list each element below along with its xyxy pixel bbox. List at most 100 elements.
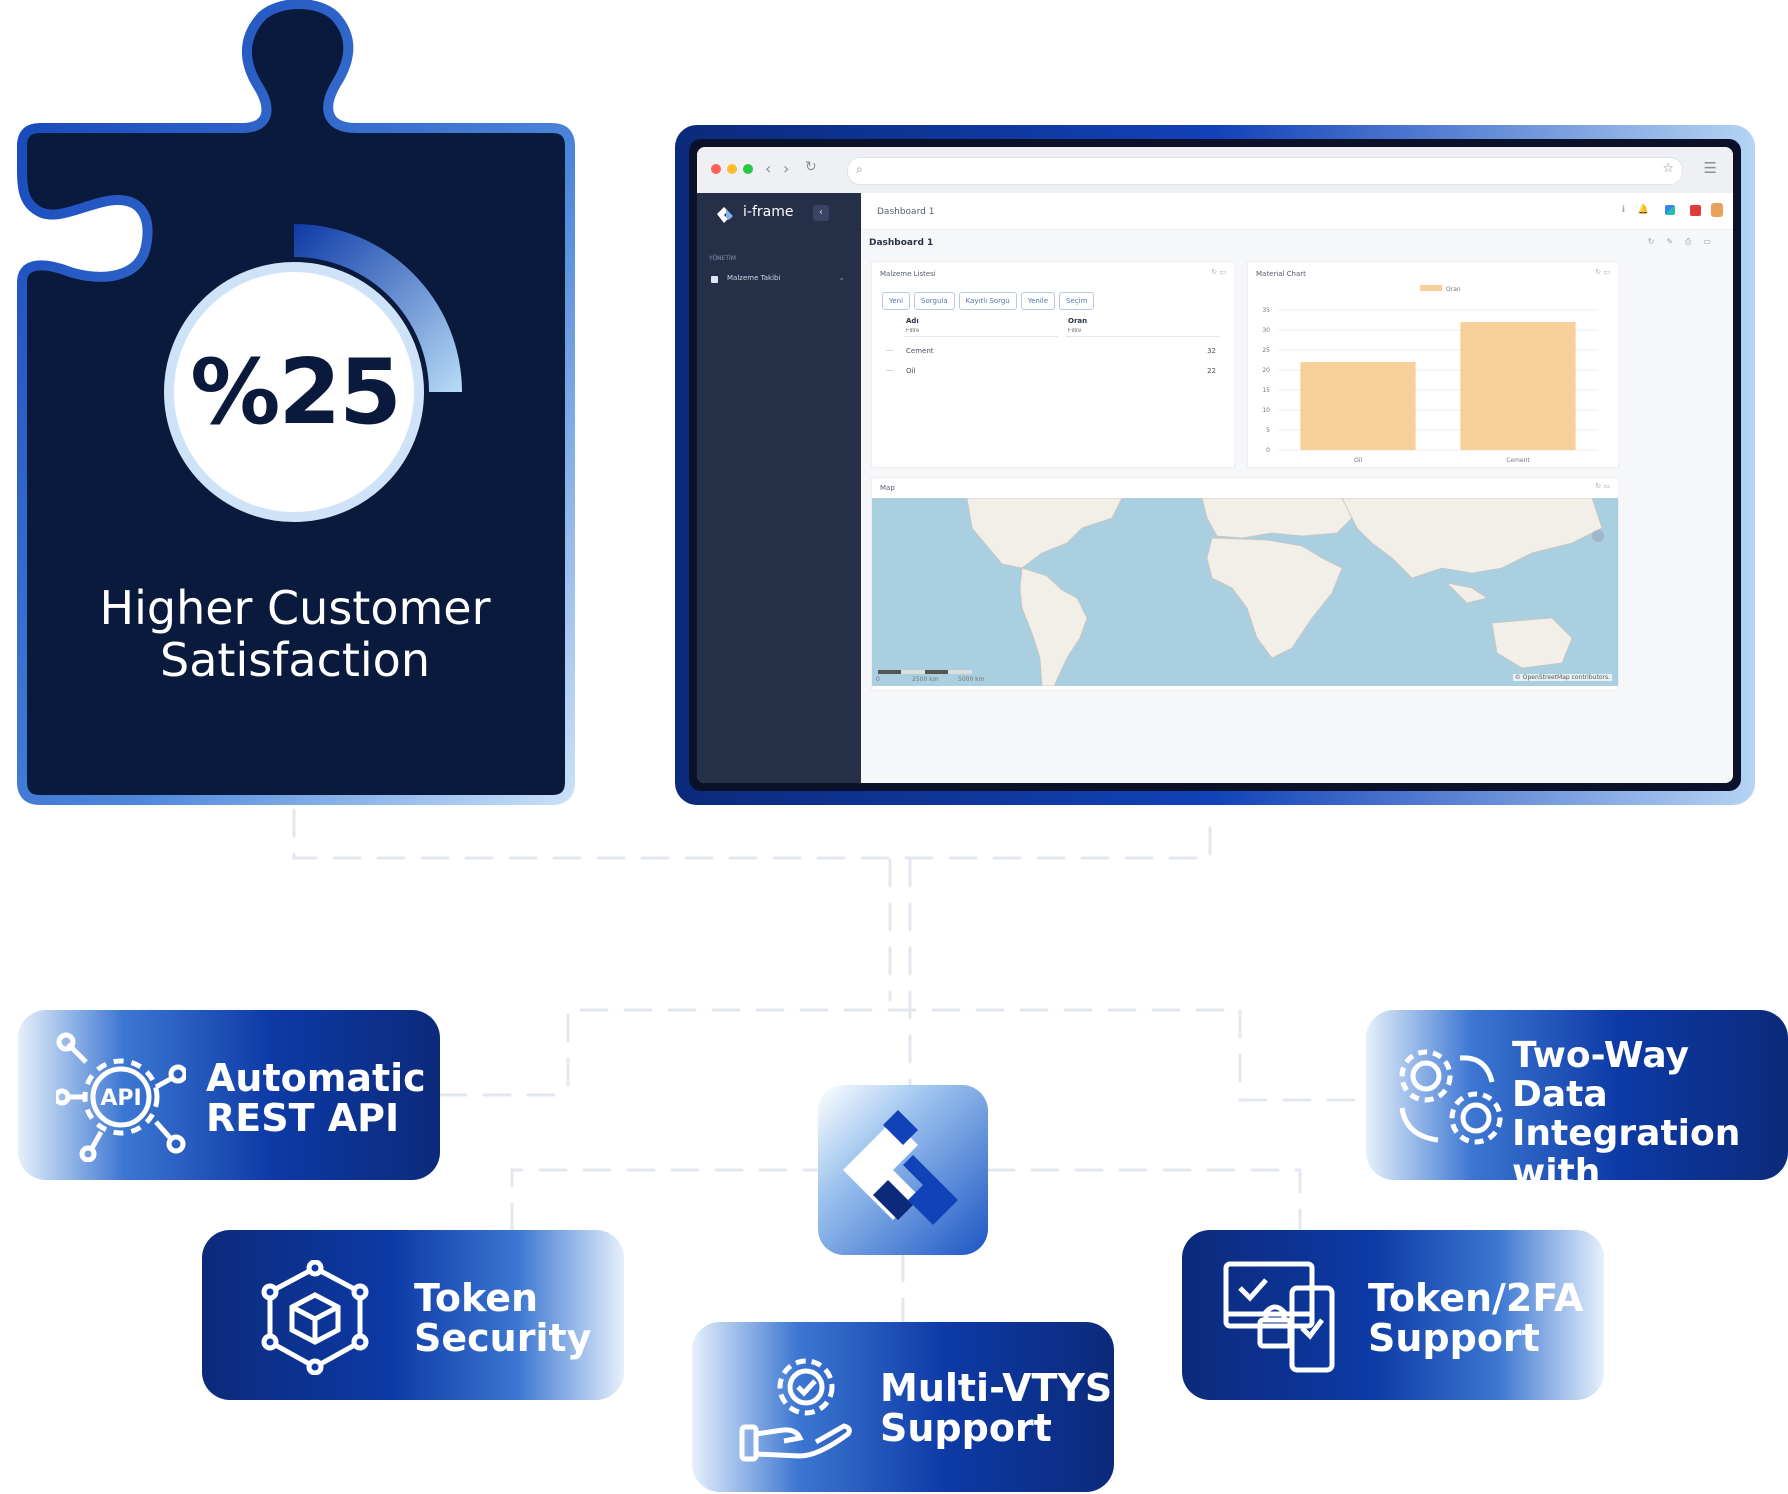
- dashboard-main: Dashboard 1 ℹ 🔔 Dashboard 1 ↻✎⎙▭ Malzeme…: [861, 193, 1733, 783]
- brand-logo-icon: [843, 1110, 958, 1225]
- apps-grid-icon[interactable]: [1665, 205, 1675, 215]
- bell-icon[interactable]: 🔔: [1637, 205, 1649, 215]
- bar: [1460, 322, 1576, 450]
- y-tick-label: 5: [1266, 427, 1270, 434]
- y-tick-label: 0: [1266, 447, 1270, 454]
- panel-refresh-icon[interactable]: ↻ ▭: [1595, 482, 1610, 490]
- chevron-down-icon: ⌄: [838, 273, 845, 282]
- flag-icon[interactable]: [1690, 205, 1701, 216]
- laptop-screen: ‹ › ↻ ⌕ ☆ ☰ i-frame ‹ YÖNETİM Malzeme Ta: [689, 139, 1741, 791]
- search-icon: ⌕: [856, 162, 863, 176]
- panel-refresh-icon[interactable]: ↻ ▭: [1211, 268, 1226, 276]
- feature-label: Multi-VTYS Support: [880, 1366, 1113, 1450]
- app-header: Dashboard 1 ℹ 🔔: [861, 193, 1733, 230]
- stat-caption-line2: Satisfaction: [160, 633, 430, 687]
- hand-gear-icon: [739, 1358, 852, 1462]
- reload-icon[interactable]: ↻: [805, 159, 817, 175]
- sidebar-item-malzeme-takibi[interactable]: Malzeme Takibi ⌄: [709, 273, 849, 287]
- toolbar-button-selection[interactable]: Seçim: [1059, 292, 1095, 310]
- cell-name: Oil: [906, 367, 916, 375]
- app-sidebar: i-frame ‹ YÖNETİM Malzeme Takibi ⌄: [697, 193, 861, 783]
- info-icon[interactable]: ℹ: [1621, 205, 1625, 215]
- bookmark-star-icon[interactable]: ☆: [1662, 161, 1674, 176]
- feature-card-rest-api[interactable]: API Automatic REST API: [18, 1010, 440, 1180]
- map-panel: Map ↻ ▭: [871, 477, 1619, 691]
- back-icon[interactable]: ‹: [765, 159, 772, 178]
- toolbar-button-query[interactable]: Sorgula: [914, 292, 955, 310]
- feature-label: Token/2FA Support: [1368, 1276, 1584, 1360]
- api-network-icon: API: [56, 1032, 186, 1162]
- stat-caption-line1: Higher Customer: [99, 581, 491, 635]
- page-actions[interactable]: ↻✎⎙▭: [1647, 237, 1723, 246]
- filter-input-name[interactable]: [904, 326, 1058, 337]
- stat-value: %25: [190, 340, 401, 445]
- breadcrumb: Dashboard 1: [877, 207, 935, 217]
- y-tick-label: 15: [1262, 387, 1270, 394]
- app-logo-icon: [715, 205, 735, 223]
- panel-title: Material Chart: [1256, 270, 1306, 278]
- stat-caption: Higher Customer Satisfaction: [40, 582, 550, 686]
- bar: [1300, 362, 1416, 450]
- cell-value: 32: [1207, 347, 1216, 355]
- layers-icon[interactable]: [1592, 530, 1604, 542]
- progress-arc: [294, 224, 462, 392]
- browser-menu-icon[interactable]: ☰: [1703, 159, 1717, 177]
- browser-window: ‹ › ↻ ⌕ ☆ ☰ i-frame ‹ YÖNETİM Malzeme Ta: [697, 147, 1733, 783]
- x-tick-label: Cement: [1506, 457, 1530, 464]
- page-title: Dashboard 1: [869, 238, 934, 248]
- toolbar-button-refresh[interactable]: Yenile: [1020, 292, 1056, 310]
- devices-lock-icon: [1223, 1261, 1335, 1373]
- y-tick-label: 35: [1262, 307, 1270, 314]
- map-scale-label: 5000 km: [958, 676, 985, 683]
- collapse-sidebar-button[interactable]: ‹: [813, 205, 829, 221]
- map-scale-label: 0: [876, 676, 880, 683]
- maximize-dot-icon[interactable]: [743, 164, 753, 174]
- toolbar-button-new[interactable]: Yeni: [882, 292, 911, 310]
- gears-icon: [1399, 1049, 1503, 1145]
- sidebar-section-label: YÖNETİM: [709, 255, 736, 262]
- minimize-dot-icon[interactable]: [727, 164, 737, 174]
- feature-label: Two-Way Data Integration with ERP & BPM: [1512, 1035, 1741, 1232]
- close-dot-icon[interactable]: [711, 164, 721, 174]
- filter-input-oran[interactable]: [1066, 326, 1220, 337]
- panel-title: Map: [880, 484, 895, 492]
- toolbar-button-saved-query[interactable]: Kayıtlı Sorgu: [958, 292, 1017, 310]
- panel-title: Malzeme Listesi: [880, 270, 936, 278]
- y-tick-label: 10: [1262, 407, 1270, 414]
- app-logo-text: i-frame: [743, 204, 794, 220]
- map-scale-label: 2500 km: [912, 676, 939, 683]
- feature-card-token-2fa[interactable]: Token/2FA Support: [1182, 1230, 1604, 1400]
- map-attribution: © OpenStreetMap contributors.: [1512, 674, 1612, 681]
- center-logo-tile: [818, 1085, 988, 1255]
- y-tick-label: 20: [1262, 367, 1270, 374]
- table-row[interactable]: — Oil 22: [886, 366, 1216, 375]
- address-bar[interactable]: ⌕ ☆: [847, 157, 1683, 185]
- column-header-oran: Oran: [1068, 317, 1088, 325]
- sidebar-item-label: Malzeme Takibi: [727, 274, 781, 282]
- cell-name: Cement: [906, 347, 934, 355]
- feature-card-token-security[interactable]: Token Security: [202, 1230, 624, 1400]
- y-tick-label: 30: [1262, 327, 1270, 334]
- browser-toolbar: ‹ › ↻ ⌕ ☆ ☰: [697, 147, 1733, 194]
- feature-label: Token Security: [414, 1276, 592, 1360]
- legend-swatch: [1420, 285, 1442, 291]
- x-tick-label: Oil: [1354, 457, 1362, 464]
- forward-icon[interactable]: ›: [783, 159, 790, 178]
- legend-label: Oran: [1446, 286, 1461, 293]
- laptop-frame: ‹ › ↻ ⌕ ☆ ☰ i-frame ‹ YÖNETİM Malzeme Ta: [675, 125, 1755, 805]
- feature-label: Automatic REST API: [206, 1056, 426, 1140]
- cube-network-icon: [261, 1260, 369, 1375]
- svg-text:API: API: [100, 1086, 141, 1111]
- panel-refresh-icon[interactable]: ↻ ▭: [1595, 268, 1610, 276]
- feature-card-two-way[interactable]: Two-Way Data Integration with ERP & BPM: [1366, 1010, 1788, 1231]
- box-icon: [711, 276, 718, 283]
- world-map[interactable]: 0 2500 km 5000 km © OpenStreetMap contri…: [872, 498, 1618, 686]
- feature-card-multi-vtys[interactable]: Multi-VTYS Support: [692, 1322, 1114, 1492]
- table-row[interactable]: — Cement 32: [886, 346, 1216, 355]
- avatar[interactable]: [1711, 203, 1723, 217]
- column-header-name: Adı: [906, 317, 919, 325]
- map-scale-bar: [878, 670, 972, 674]
